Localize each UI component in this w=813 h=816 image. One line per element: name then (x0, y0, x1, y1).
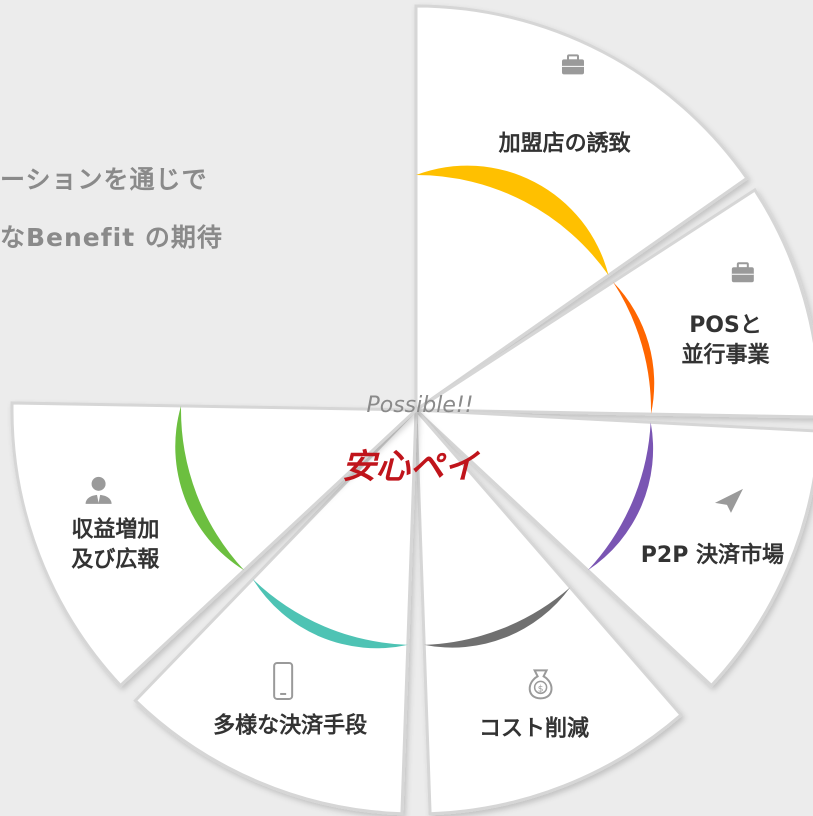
segment-card (414, 4, 750, 413)
segment-card (133, 406, 418, 816)
segment-card (411, 408, 813, 688)
briefcase-icon (731, 262, 754, 283)
briefcase-icon (561, 54, 584, 75)
segment-number: 5 (327, 593, 341, 618)
segment-number: 6 (212, 475, 226, 500)
money-bag-icon: $ (528, 669, 553, 700)
segment-title: コスト削減 (479, 717, 589, 742)
segment-number: 2 (612, 341, 626, 366)
segment-5: 5 多様な決済手段 (133, 406, 418, 816)
segment-title: 並行事業 (682, 342, 771, 368)
paper-plane-icon (714, 488, 743, 513)
smartphone-icon (273, 661, 294, 700)
segment-card (411, 187, 813, 419)
businessman-icon (85, 476, 112, 504)
segment-title: POSと (689, 313, 762, 338)
segment-title: P2P 決済市場 (641, 542, 784, 568)
segment-number: 3 (603, 481, 617, 506)
segment-title: 加盟店の誘致 (498, 130, 632, 156)
svg-text:$: $ (538, 684, 544, 694)
segment-4: 4 $ コスト削減 (414, 405, 684, 816)
number-badge (416, 165, 609, 276)
number-badge (587, 422, 654, 571)
heading-line-2: なBenefit の期待 (0, 223, 223, 252)
center-title: 安心ペイ (342, 447, 481, 487)
number-badge (424, 587, 571, 648)
heading-line-1: ーションを通じで (0, 165, 208, 194)
center-subtitle: Possible!! (366, 393, 473, 418)
number-badge (613, 282, 655, 415)
segment-title: 及び広報 (71, 546, 160, 572)
segment-title: 多様な決済手段 (213, 712, 367, 738)
number-badge (252, 579, 408, 649)
segment-card (414, 405, 684, 816)
number-badge (175, 405, 245, 571)
segment-number: 1 (506, 212, 520, 237)
segment-number: 4 (486, 595, 500, 620)
segment-title: 収益増加 (71, 516, 159, 542)
segment-1: 1 加盟店の誘致 (414, 4, 750, 413)
